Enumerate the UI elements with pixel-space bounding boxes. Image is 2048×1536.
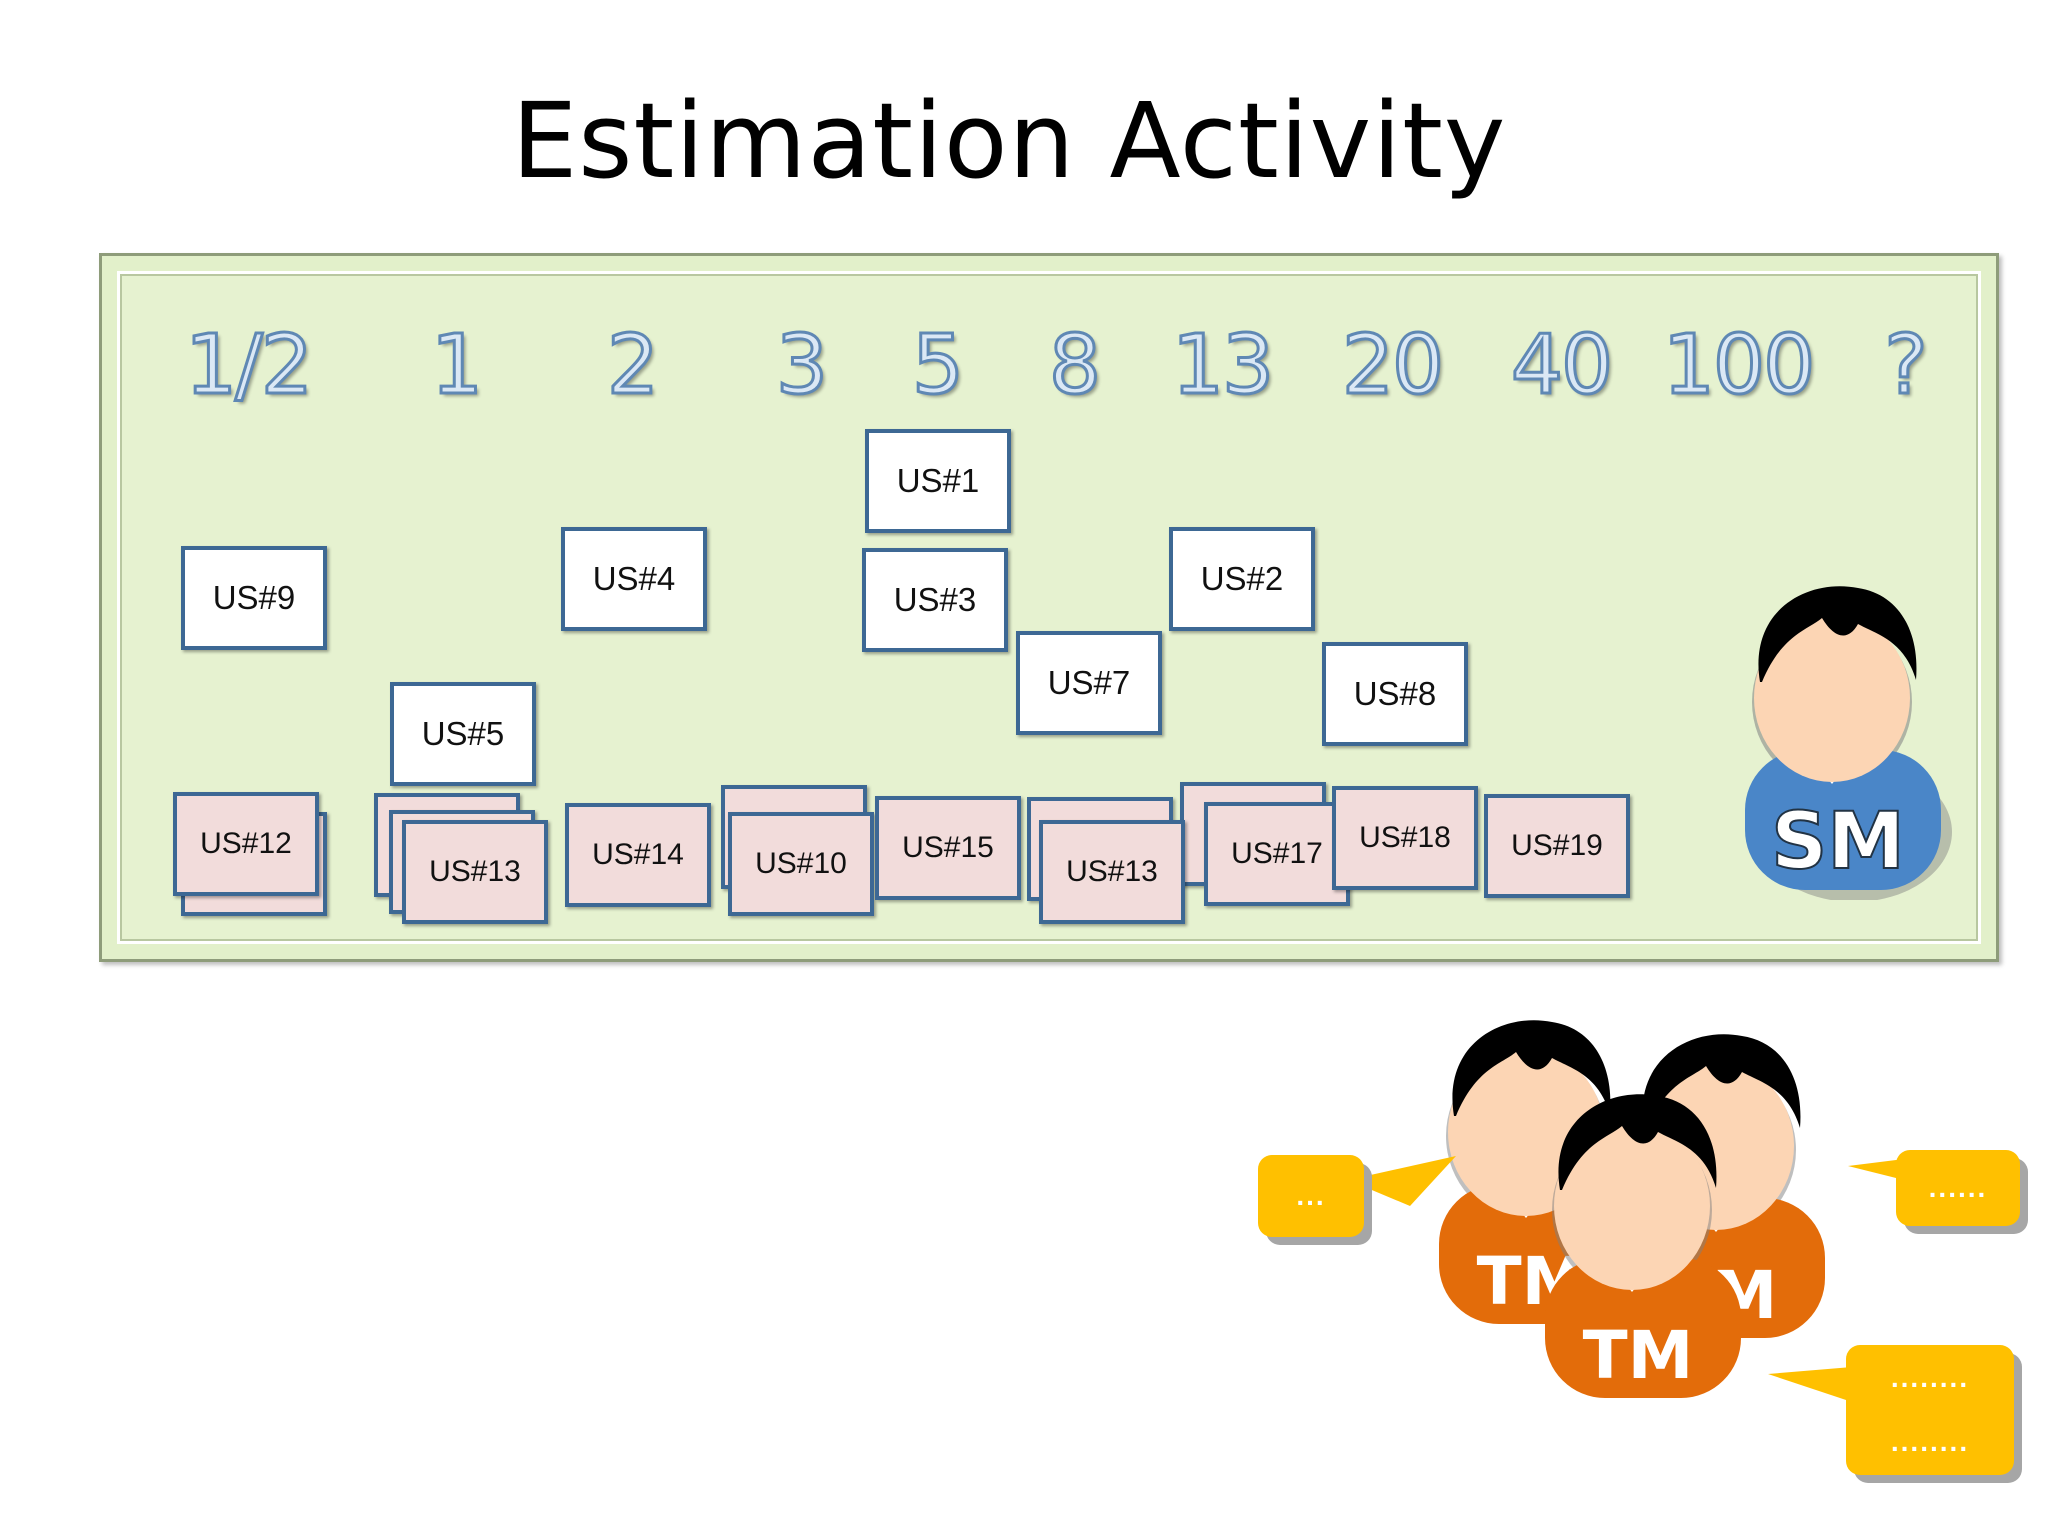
point-100: 100: [1661, 317, 1816, 415]
story-card[interactable]: US#15: [875, 796, 1021, 900]
story-card[interactable]: US#18: [1332, 786, 1478, 890]
speech-bubble: ...: [1258, 1155, 1364, 1237]
story-card[interactable]: US#1: [865, 429, 1011, 533]
story-card[interactable]: US#12: [173, 792, 319, 896]
speech-bubble: ........ ........: [1846, 1345, 2014, 1475]
point-unknown: ?: [1883, 317, 1929, 415]
story-card[interactable]: US#10: [728, 812, 874, 916]
point-1: 1: [429, 317, 484, 415]
point-40: 40: [1509, 317, 1614, 415]
story-card[interactable]: US#13: [1039, 820, 1185, 924]
story-card[interactable]: US#19: [1484, 794, 1630, 898]
speech-bubble: ......: [1896, 1150, 2020, 1226]
point-13: 13: [1170, 317, 1275, 415]
story-card[interactable]: US#5: [390, 682, 536, 786]
point-8: 8: [1047, 317, 1102, 415]
point-20: 20: [1340, 317, 1445, 415]
story-card[interactable]: US#9: [181, 546, 327, 650]
story-card[interactable]: US#8: [1322, 642, 1468, 746]
point-half: 1/2: [184, 317, 315, 415]
story-card[interactable]: US#2: [1169, 527, 1315, 631]
point-2: 2: [605, 317, 660, 415]
story-card[interactable]: US#3: [862, 548, 1008, 652]
story-card[interactable]: US#4: [561, 527, 707, 631]
point-3: 3: [774, 317, 829, 415]
bubble-tail: [1348, 1156, 1456, 1206]
story-card[interactable]: US#7: [1016, 631, 1162, 735]
story-card[interactable]: US#13: [402, 820, 548, 924]
bubble-tail: [1768, 1366, 1864, 1406]
team-member-avatar: TM: [1545, 1094, 1741, 1398]
point-5: 5: [910, 317, 965, 415]
sm-label: SM: [1771, 797, 1905, 887]
tm-label: TM: [1583, 1317, 1694, 1394]
story-card[interactable]: US#17: [1204, 802, 1350, 906]
page-title: Estimation Activity: [511, 80, 1507, 202]
scrum-master-avatar: SM: [1745, 586, 1952, 900]
story-card[interactable]: US#14: [565, 803, 711, 907]
